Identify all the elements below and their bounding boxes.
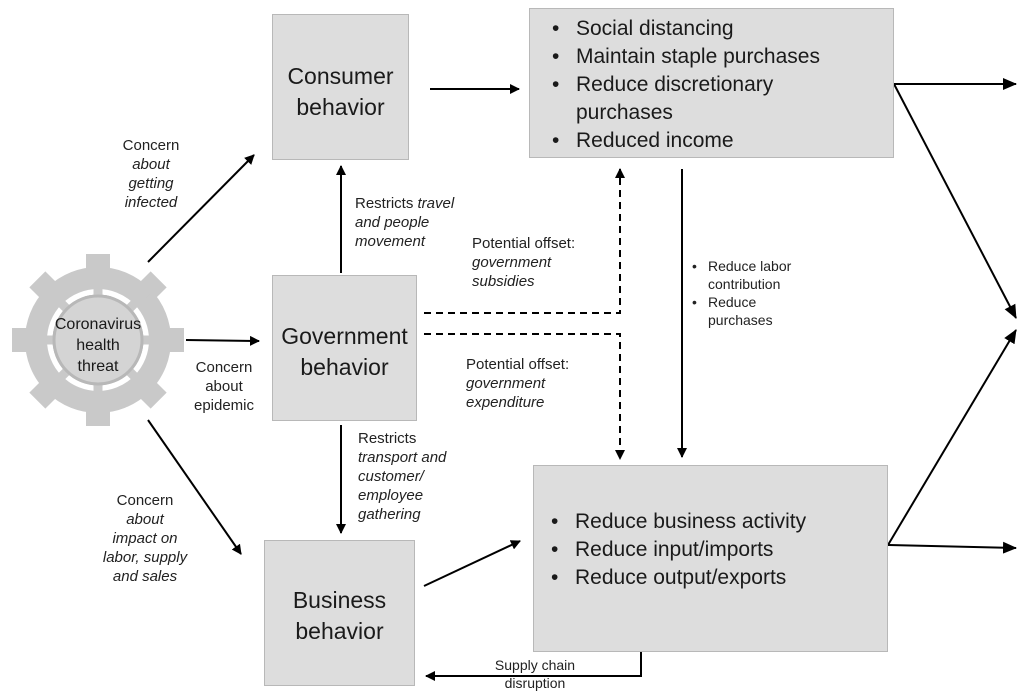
offset-expenditure-label: Potential offset: government expenditure xyxy=(466,355,606,412)
label-line: employee xyxy=(358,487,424,504)
label-line: Concern xyxy=(122,137,180,154)
arrow-virus-to-government xyxy=(185,335,260,346)
consumer-behavior-title: behavior xyxy=(296,94,385,120)
label-line: gathering xyxy=(358,506,421,523)
offset-subsidies-label: Potential offset: government subsidies xyxy=(472,234,607,291)
virus-label: Coronavirus health threat xyxy=(48,314,148,377)
consumer-effect-item: Reduced income xyxy=(550,127,885,155)
arrow-virus-to-consumer xyxy=(147,154,255,263)
arrow-consumer-effects-down xyxy=(893,83,1017,319)
label-line: epidemic xyxy=(193,397,255,414)
label-line: disruption xyxy=(504,675,566,691)
arrow-supply-chain xyxy=(425,652,642,681)
business-behavior-title: behavior xyxy=(295,618,384,644)
label-line: subsidies xyxy=(472,273,535,290)
label-text: travel xyxy=(417,195,455,212)
consumer-effect-item: Maintain staple purchases xyxy=(550,43,885,71)
business-behavior-title: Business xyxy=(292,587,387,613)
label-line: Potential offset: xyxy=(472,235,576,252)
consumer-behavior-box: Consumer behavior xyxy=(272,14,409,160)
label-line: and sales xyxy=(112,568,178,585)
virus-icon xyxy=(12,254,184,426)
label-line: expenditure xyxy=(466,394,545,411)
dashed-arrow-expenditure xyxy=(424,333,625,460)
consumer-behavior-title: Consumer xyxy=(287,63,394,89)
virus-label-line: threat xyxy=(77,358,119,375)
label-line: and people xyxy=(355,214,430,231)
label-line: impact on xyxy=(112,530,178,547)
restricts-transport-label: Restricts transport and customer/ employ… xyxy=(358,429,478,524)
label-line: customer/ xyxy=(358,468,424,485)
label-line: about xyxy=(205,378,243,395)
label-line: Potential offset: xyxy=(466,356,570,373)
consumer-effect-item: Reduce discretionary purchases xyxy=(550,71,826,127)
business-effects-box: Reduce business activity Reduce input/im… xyxy=(533,465,888,652)
concern-epidemic-label: Concern about epidemic xyxy=(184,358,264,415)
label-bullet: Reduce labor contribution xyxy=(690,257,810,293)
label-line: Restricts travel xyxy=(355,194,465,213)
consumer-to-business-label: Reduce labor contribution Reduce purchas… xyxy=(690,257,810,329)
label-line: Concern xyxy=(116,492,174,509)
dashed-arrow-subsidies xyxy=(424,168,625,314)
arrow-business-to-effects xyxy=(423,540,521,587)
government-behavior-box: Government behavior xyxy=(272,275,417,421)
concern-infected-label: Concern about getting infected xyxy=(108,136,194,212)
business-behavior-box: Business behavior xyxy=(264,540,415,686)
virus-label-line: health xyxy=(76,337,120,354)
government-behavior-title: behavior xyxy=(300,354,389,380)
consumer-effects-box: Social distancing Maintain staple purcha… xyxy=(529,8,894,158)
label-line: Supply chain xyxy=(494,657,576,673)
label-line: labor, supply xyxy=(102,549,188,566)
label-line: government xyxy=(466,375,546,392)
arrow-business-effects-out xyxy=(887,541,1017,554)
label-line: Concern xyxy=(195,359,253,376)
label-text: Restricts xyxy=(355,195,418,212)
label-line: Restricts xyxy=(358,430,417,447)
label-line: getting xyxy=(128,175,174,192)
arrow-business-effects-up xyxy=(887,329,1017,546)
business-effect-item: Reduce output/exports xyxy=(549,564,884,592)
label-line: transport and xyxy=(358,449,447,466)
arrow-virus-to-business xyxy=(147,419,242,555)
label-line: movement xyxy=(355,233,426,250)
label-line: about xyxy=(132,156,170,173)
business-effect-item: Reduce business activity xyxy=(549,508,884,536)
label-line: about xyxy=(126,511,164,528)
concern-impact-label: Concern about impact on labor, supply an… xyxy=(90,491,200,586)
virus-label-line: Coronavirus xyxy=(54,316,142,333)
supply-chain-label: Supply chain disruption xyxy=(480,656,590,692)
consumer-effect-item: Social distancing xyxy=(550,15,885,43)
business-effect-item: Reduce input/imports xyxy=(549,536,884,564)
label-line: infected xyxy=(124,194,178,211)
restricts-travel-label: Restricts travel and people movement xyxy=(355,194,465,251)
label-line: government xyxy=(472,254,552,271)
government-behavior-title: Government xyxy=(281,323,408,349)
label-bullet: Reduce purchases xyxy=(690,293,810,329)
